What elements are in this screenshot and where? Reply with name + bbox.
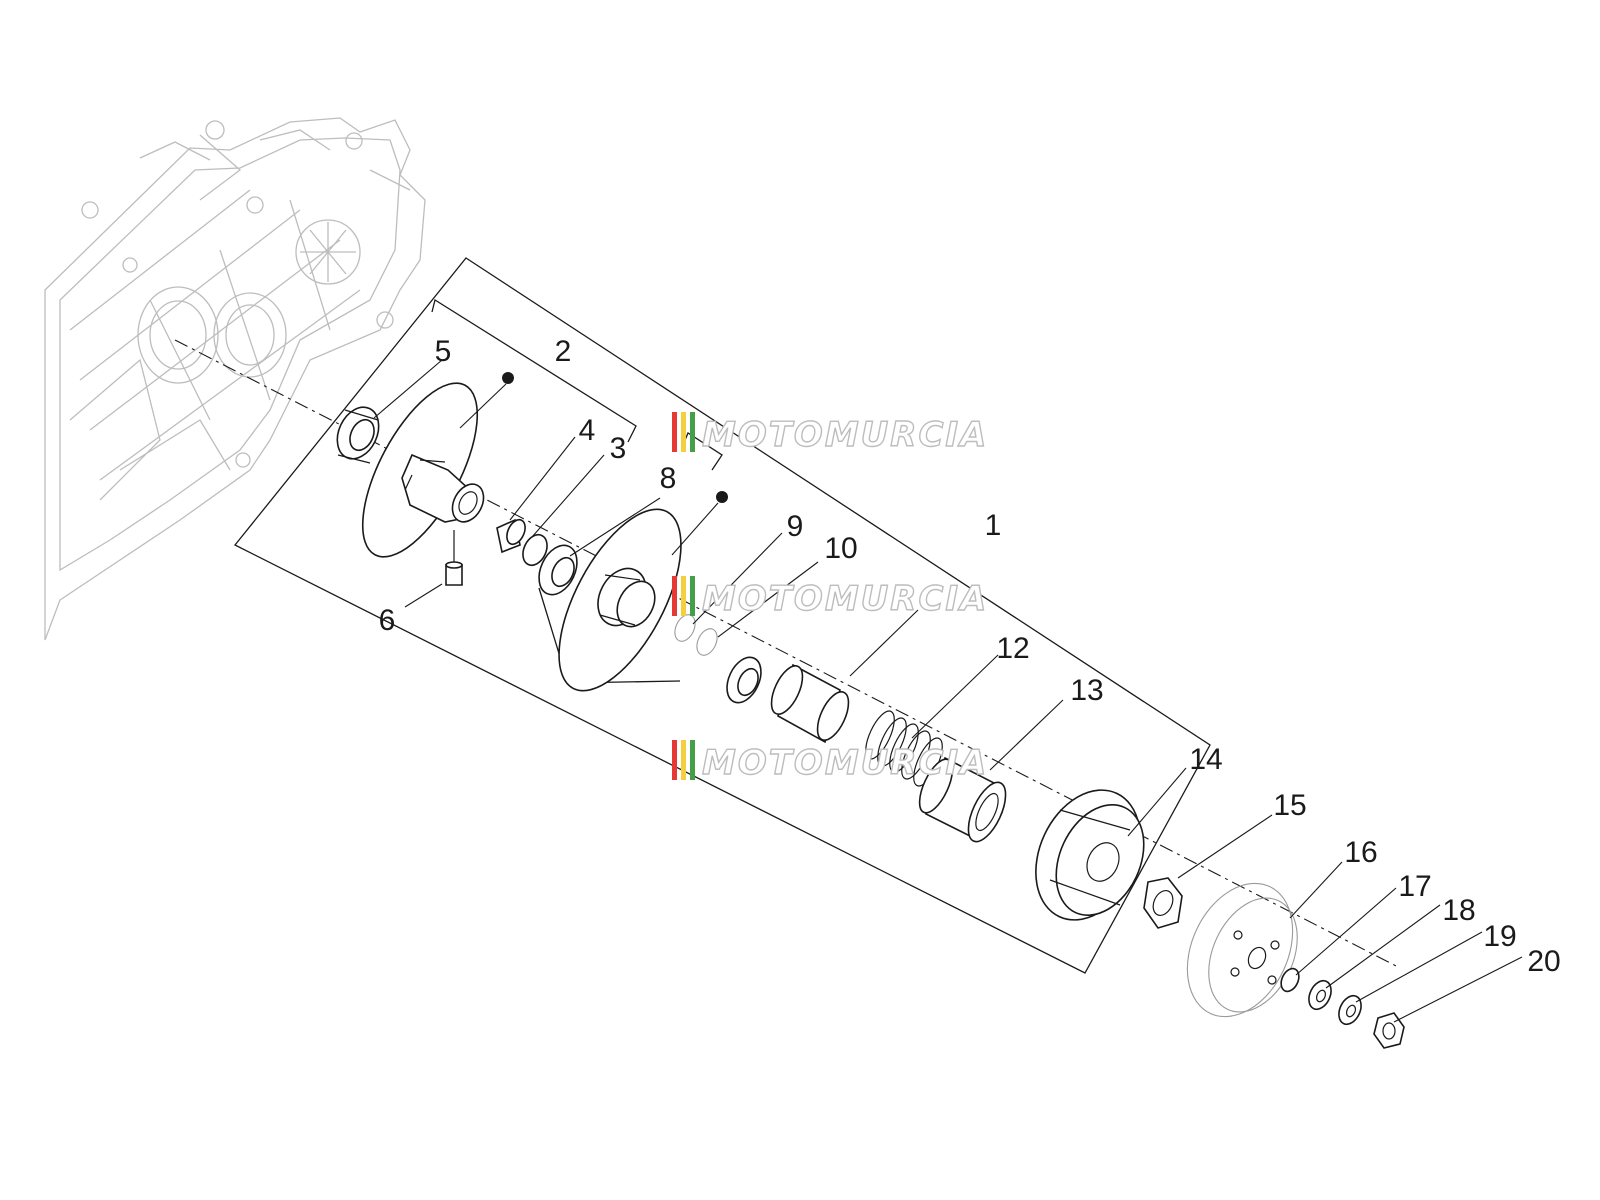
part-10-seal xyxy=(696,628,718,656)
assembly-frame-inner xyxy=(431,298,723,471)
callout-labels: 5 2 4 3 8 1 9 10 6 12 13 14 15 16 17 18 … xyxy=(379,335,1561,978)
callout-5: 5 xyxy=(435,335,452,368)
watermark-stripe-red xyxy=(672,740,677,780)
part-16-clutch-bell xyxy=(1186,882,1298,1018)
callout-20: 20 xyxy=(1527,945,1560,978)
roller-bearing xyxy=(726,656,762,704)
part-2-pulley-disc xyxy=(361,382,485,558)
part-18-washer xyxy=(1308,979,1332,1011)
part-9-seal xyxy=(674,614,696,642)
watermark-text: MOTOMURCIA xyxy=(702,579,988,619)
watermark-stripe-yellow xyxy=(681,740,686,780)
callout-18: 18 xyxy=(1442,894,1475,927)
callout-1: 1 xyxy=(985,509,1002,542)
center-axis xyxy=(174,339,1401,969)
part-5-seal xyxy=(336,406,380,464)
callout-19: 19 xyxy=(1483,920,1516,953)
part-20-nut xyxy=(1373,1012,1405,1049)
part-4-bushing xyxy=(496,518,526,554)
callout-14: 14 xyxy=(1189,743,1222,776)
callout-6: 6 xyxy=(379,604,396,637)
watermark-stripe-yellow xyxy=(681,412,686,452)
part-14-clutch xyxy=(1035,789,1145,921)
part-6-screw xyxy=(445,530,463,586)
callout-16: 16 xyxy=(1344,836,1377,869)
part-17-spacer xyxy=(1280,967,1300,993)
leader-lines xyxy=(373,359,1523,1023)
reference-dot-upper xyxy=(502,372,514,384)
part-15-nut xyxy=(1143,877,1183,929)
sleeve xyxy=(770,663,850,744)
part-3-o-ring xyxy=(522,533,548,567)
reference-dot-lower xyxy=(716,491,728,503)
part-8-bearing xyxy=(538,544,578,596)
watermark-stripe-green xyxy=(690,740,695,780)
part-13-spacer xyxy=(918,756,1007,843)
assembly-frame-outer xyxy=(233,257,1211,974)
watermark-stripe-yellow xyxy=(681,576,686,616)
callout-15: 15 xyxy=(1273,789,1306,822)
callout-9: 9 xyxy=(787,510,804,543)
watermark-stripe-red xyxy=(672,412,677,452)
watermark-text: MOTOMURCIA xyxy=(702,743,988,783)
watermark-2: MOTOMURCIA xyxy=(672,576,988,620)
watermark-3: MOTOMURCIA xyxy=(672,740,988,784)
crankcase-housing xyxy=(44,117,426,641)
part-19-washer xyxy=(1338,994,1362,1026)
callout-8: 8 xyxy=(660,462,677,495)
movable-pulley-half xyxy=(558,508,682,692)
callout-4: 4 xyxy=(579,414,596,447)
watermark-1: MOTOMURCIA xyxy=(672,412,988,456)
callout-17: 17 xyxy=(1398,870,1431,903)
callout-13: 13 xyxy=(1070,674,1103,707)
callout-3: 3 xyxy=(610,432,627,465)
watermark-stripe-green xyxy=(690,412,695,452)
callout-10: 10 xyxy=(824,532,857,565)
watermark-text: MOTOMURCIA xyxy=(702,415,988,455)
watermark-stripe-green xyxy=(690,576,695,616)
callout-12: 12 xyxy=(996,632,1029,665)
watermark-stripe-red xyxy=(672,576,677,616)
callout-2: 2 xyxy=(555,335,572,368)
